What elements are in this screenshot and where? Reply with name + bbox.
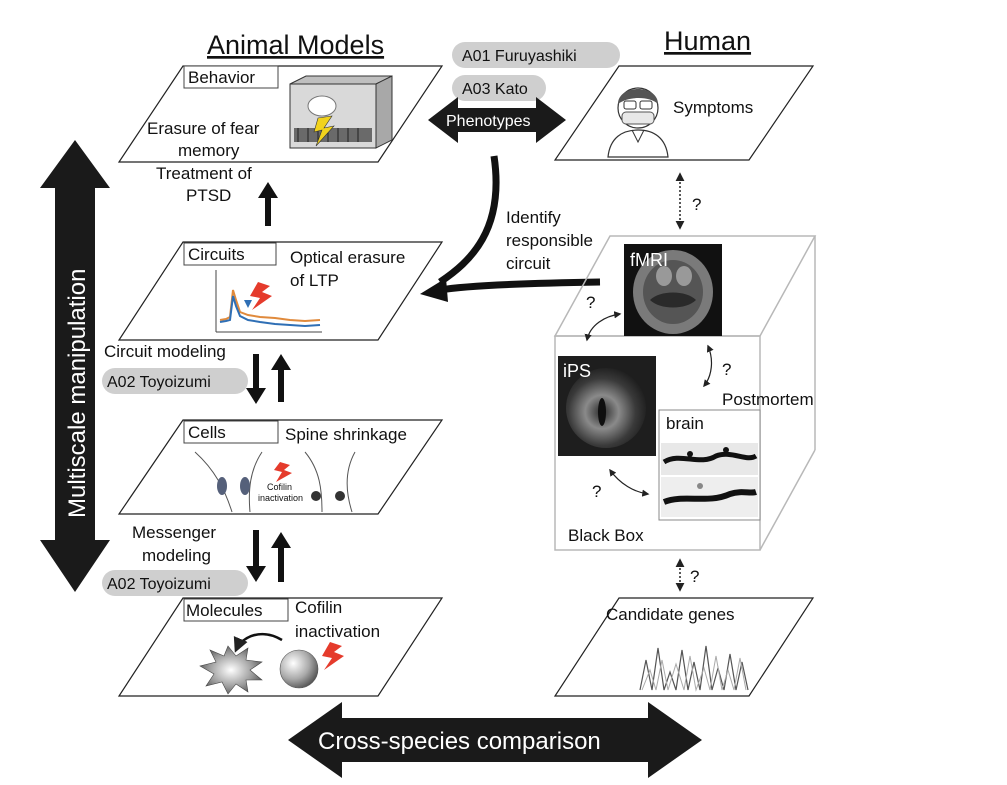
behavior-text-2: memory bbox=[178, 141, 240, 160]
animal-models-header: Animal Models bbox=[207, 30, 384, 60]
fmri-label: fMRI bbox=[630, 250, 668, 270]
cells-molecules-arrows bbox=[246, 530, 291, 582]
postmortem-label-1: Postmortem bbox=[722, 390, 814, 409]
identify-text-2: responsible bbox=[506, 231, 593, 250]
behavior-circuit-arrow bbox=[258, 182, 278, 226]
ips-postmortem-link bbox=[609, 468, 650, 497]
ips-image: iPS bbox=[558, 356, 656, 456]
symptoms-question-mark: ? bbox=[692, 195, 701, 214]
behavior-text-1: Erasure of fear bbox=[147, 119, 260, 138]
a02-pill-lower bbox=[102, 570, 248, 596]
multiscale-manipulation-label: Multiscale manipulation bbox=[64, 269, 91, 518]
postmortem-label-2: brain bbox=[666, 414, 704, 433]
fmri-postmortem-link bbox=[703, 344, 714, 388]
circuits-title: Circuits bbox=[188, 245, 245, 264]
molecules-text-1: Cofilin bbox=[295, 598, 342, 617]
circuit-modeling-label: Circuit modeling bbox=[104, 342, 226, 361]
behavior-text-3: Treatment of bbox=[156, 164, 252, 183]
molecules-title: Molecules bbox=[186, 601, 263, 620]
ips-postmortem-question: ? bbox=[592, 482, 601, 501]
cells-text-1: Spine shrinkage bbox=[285, 425, 407, 444]
messenger-modeling-label-1: Messenger bbox=[132, 523, 216, 542]
a03-pill bbox=[452, 75, 546, 101]
a02-pill-upper bbox=[102, 368, 248, 394]
a02-pill-lower-label: A02 Toyoizumi bbox=[107, 576, 211, 593]
cross-species-label: Cross-species comparison bbox=[318, 728, 601, 755]
postmortem-brain-image bbox=[658, 409, 761, 521]
spine-shrinkage-illustration: Cofilin inactivation bbox=[194, 451, 356, 513]
genes-question-mark: ? bbox=[690, 567, 699, 586]
behavior-text-4: PTSD bbox=[186, 186, 231, 205]
behavior-title: Behavior bbox=[188, 68, 255, 87]
cells-title-box bbox=[183, 420, 279, 444]
human-header: Human bbox=[664, 26, 751, 56]
multiscale-manipulation-arrow: Multiscale manipulation bbox=[40, 140, 110, 592]
a01-pill-label: A01 Furuyashiki bbox=[462, 48, 577, 65]
molecules-plane bbox=[117, 597, 444, 697]
a02-pill-upper-label: A02 Toyoizumi bbox=[107, 374, 211, 391]
circuits-text-1: Optical erasure bbox=[290, 248, 405, 267]
sequencing-chromatogram-illustration bbox=[639, 645, 749, 692]
molecules-text-2: inactivation bbox=[295, 622, 380, 641]
circuits-text-2: of LTP bbox=[290, 271, 339, 290]
symptoms-label: Symptoms bbox=[673, 98, 753, 117]
identify-text-3: circuit bbox=[506, 254, 551, 273]
fmri-postmortem-question: ? bbox=[722, 360, 731, 379]
fear-conditioning-chamber-illustration bbox=[289, 75, 393, 149]
fmri-image: fMRI bbox=[624, 244, 722, 336]
messenger-modeling-label-2: modeling bbox=[142, 546, 211, 565]
circuits-plane bbox=[117, 241, 444, 341]
identify-circuit-arrow bbox=[420, 155, 601, 302]
black-box-label: Black Box bbox=[568, 526, 644, 545]
a03-pill-label: A03 Kato bbox=[462, 81, 528, 98]
cells-inner-label-1: Cofilin bbox=[267, 482, 292, 492]
candidate-genes-label: Candidate genes bbox=[606, 605, 735, 624]
a01-pill bbox=[452, 42, 620, 68]
phenotypes-label: Phenotypes bbox=[446, 113, 531, 130]
behavior-plane bbox=[117, 65, 444, 163]
phenotypes-arrow: Phenotypes bbox=[428, 97, 566, 143]
cells-inner-label-2: inactivation bbox=[258, 493, 303, 503]
ltp-trace-illustration bbox=[215, 270, 322, 333]
circuits-cells-arrows bbox=[246, 354, 291, 404]
patient-illustration bbox=[607, 87, 669, 158]
circuits-title-box bbox=[183, 242, 277, 266]
ips-fmri-question: ? bbox=[586, 293, 595, 312]
ips-fmri-link bbox=[584, 311, 622, 342]
behavior-title-box bbox=[183, 65, 279, 89]
cofilin-molecule-illustration bbox=[199, 632, 344, 695]
ips-label: iPS bbox=[563, 361, 591, 381]
identify-text-1: Identify bbox=[506, 208, 561, 227]
candidate-genes-plane bbox=[553, 597, 815, 697]
molecules-title-box bbox=[183, 598, 289, 622]
cross-species-arrow: Cross-species comparison bbox=[288, 702, 702, 778]
cells-title: Cells bbox=[188, 423, 226, 442]
